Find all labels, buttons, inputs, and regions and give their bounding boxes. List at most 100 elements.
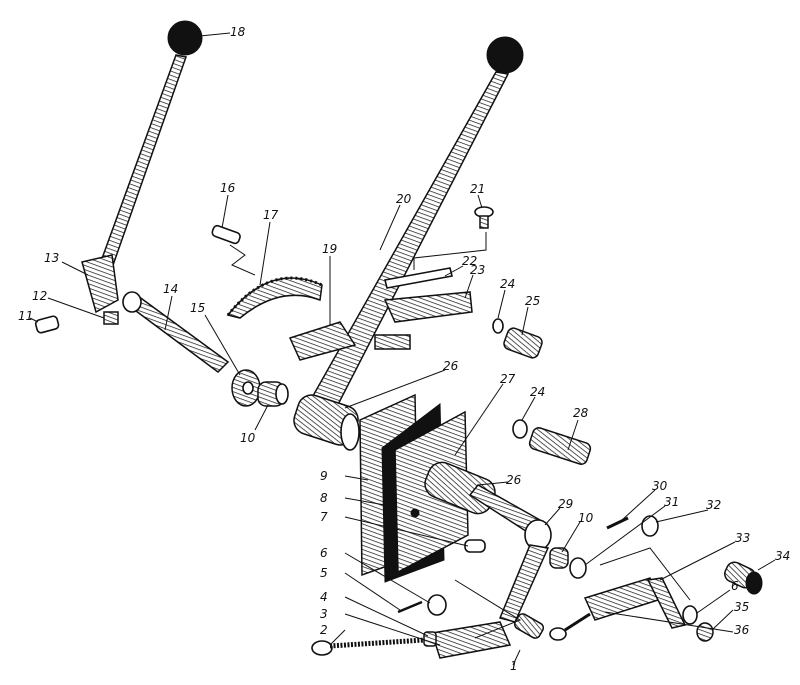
part-number-label: 7 — [320, 510, 328, 524]
part-number-label: 10 — [578, 511, 594, 525]
part-number-label: 4 — [320, 590, 328, 604]
plate-22 — [384, 267, 453, 289]
washer-6b — [682, 605, 698, 625]
leader-line — [696, 589, 731, 614]
part-labels: 1234567891010111213141516171819202122232… — [18, 25, 790, 673]
part-number-label: 13 — [44, 251, 59, 265]
part-number-label: 27 — [500, 372, 516, 386]
leader-line — [344, 497, 386, 506]
part-number-label: 3 — [320, 607, 328, 621]
part-number-label: 24 — [530, 385, 545, 399]
leader-line — [199, 32, 231, 37]
leader-line — [711, 609, 734, 631]
part-number-label: 1 — [510, 659, 518, 673]
collar-10b — [549, 547, 569, 569]
part-number-label: 10 — [240, 431, 256, 445]
part-number-label: 21 — [470, 182, 485, 196]
assembly-line — [599, 547, 691, 601]
rod-2 — [311, 637, 425, 656]
leader-line — [655, 509, 709, 523]
assembly-line — [413, 232, 487, 270]
nut-35 — [696, 622, 714, 642]
screw-21 — [474, 206, 494, 229]
leader-line — [329, 629, 346, 646]
bushing-26a — [293, 394, 360, 451]
part-number-label: 26 — [443, 359, 459, 373]
leader-line — [61, 261, 89, 276]
part-number-label: 32 — [706, 498, 721, 512]
leader-line — [344, 552, 431, 604]
lever-knob-20 — [486, 36, 524, 74]
part-number-label: 35 — [734, 600, 749, 614]
part-number-label: 22 — [462, 254, 477, 268]
leader-line — [254, 404, 269, 431]
washer-6a — [427, 594, 447, 616]
fork-33 — [583, 577, 687, 629]
part-number-label: 11 — [18, 309, 33, 323]
leader-line — [344, 596, 429, 637]
washer-32 — [641, 515, 659, 537]
leader-line — [379, 204, 401, 251]
leader-line — [477, 481, 509, 486]
leader-line — [344, 613, 441, 646]
pin-16 — [211, 224, 241, 245]
collar-10 — [257, 381, 289, 407]
bracket-23 — [383, 291, 473, 323]
part-number-label: 33 — [735, 531, 750, 545]
leader-line — [344, 572, 401, 611]
bolt-28 — [528, 427, 592, 465]
leader-line — [512, 649, 521, 666]
part-number-label: 16 — [220, 181, 236, 195]
leader-line — [164, 295, 173, 331]
disk-15 — [231, 369, 261, 407]
part-number-label: 2 — [320, 623, 328, 637]
part-number-label: 6 — [320, 546, 328, 560]
leader-line — [521, 396, 536, 421]
shaft-14 — [122, 291, 230, 373]
pin-5 — [397, 600, 423, 614]
part-number-label: 34 — [775, 549, 790, 563]
assembly-line — [454, 579, 522, 639]
leader-line — [757, 559, 776, 571]
part-number-label: 24 — [500, 277, 515, 291]
leader-line — [659, 541, 736, 581]
leader-lines — [29, 32, 776, 666]
part-number-label: 28 — [573, 406, 589, 420]
leader-line — [521, 306, 529, 336]
assembly-arrow — [229, 244, 256, 276]
cap-34 — [724, 561, 763, 595]
leader-line — [259, 221, 271, 286]
leader-line — [584, 505, 666, 566]
part-number-label: 18 — [230, 25, 246, 39]
clamp-3 — [431, 621, 512, 659]
part-number-label: 23 — [470, 263, 485, 277]
leader-line — [344, 475, 369, 481]
leader-line — [561, 521, 581, 553]
leader-line — [344, 369, 446, 409]
cotter-pin-30 — [606, 516, 629, 530]
leader-line — [477, 194, 483, 209]
nut-4 — [423, 631, 437, 647]
leader-line — [621, 489, 656, 521]
pin-11 — [34, 315, 60, 334]
leader-line — [544, 507, 561, 526]
leader-line — [464, 274, 474, 299]
part-number-label: 9 — [320, 469, 328, 483]
part-number-label: 15 — [190, 301, 205, 315]
leader-line — [444, 265, 464, 277]
nut-12 — [103, 311, 119, 325]
part-number-label: 20 — [396, 192, 412, 206]
leader-line — [604, 611, 734, 633]
left-gear-lever — [81, 20, 203, 314]
spring-25 — [503, 327, 543, 359]
right-gear-lever — [303, 36, 524, 421]
part-number-label: 30 — [652, 479, 668, 493]
part-number-label: 14 — [163, 282, 178, 296]
part-number-label: 36 — [734, 623, 750, 637]
guide-19 — [288, 321, 411, 361]
rod-36 — [549, 612, 591, 641]
part-number-label: 17 — [263, 208, 279, 222]
block-7 — [464, 539, 486, 553]
